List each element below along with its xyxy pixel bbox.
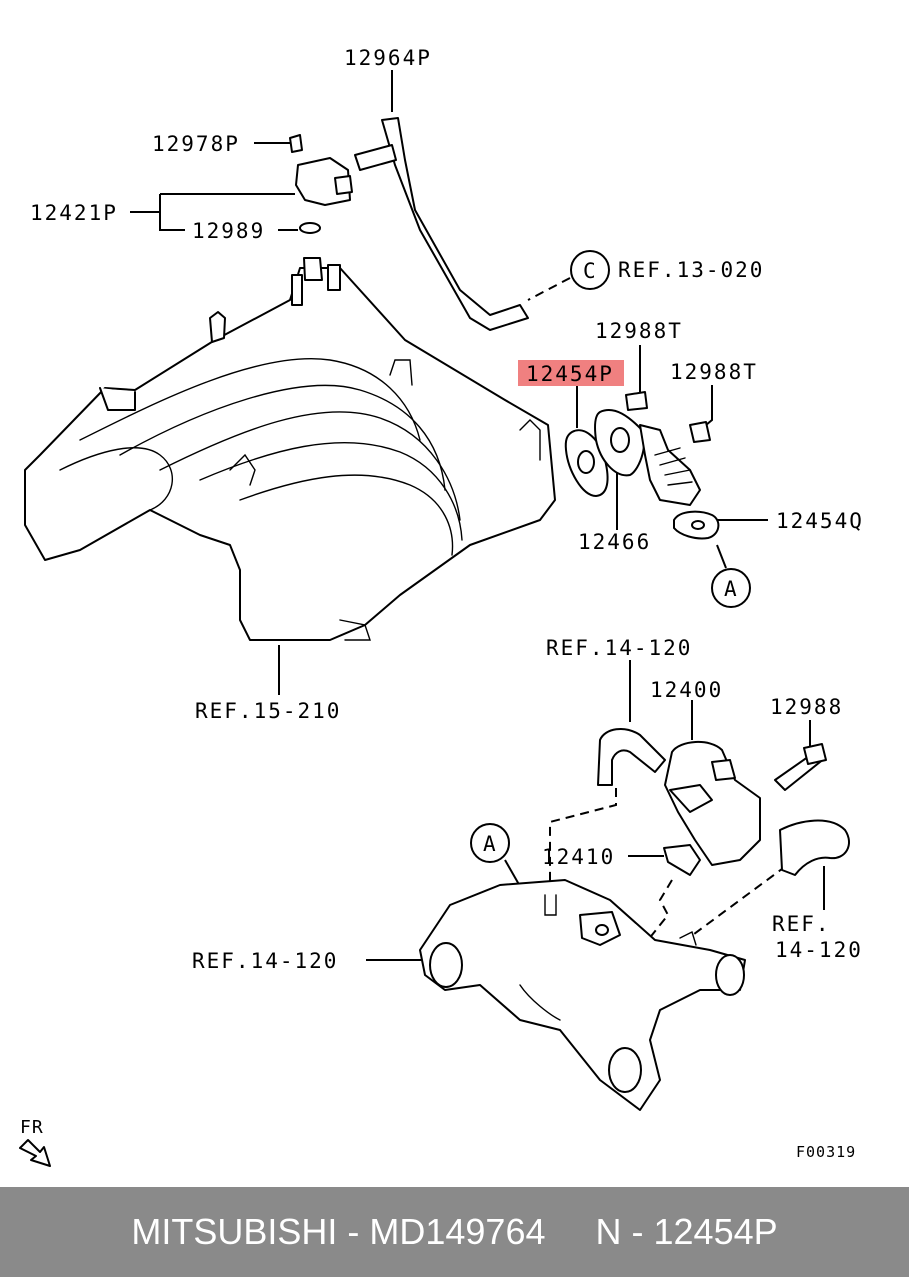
label-ref-14-120-right-1: REF. bbox=[772, 912, 831, 936]
intake-manifold bbox=[24, 257, 556, 641]
callout-c-text: C bbox=[583, 259, 598, 283]
label-ref-15-210: REF.15-210 bbox=[195, 699, 341, 723]
label-12410: 12410 bbox=[542, 845, 615, 869]
label-12978p: 12978P bbox=[152, 132, 240, 156]
label-ref-14-120-top: REF.14-120 bbox=[546, 636, 692, 660]
label-12988t-a: 12988T bbox=[595, 319, 683, 343]
front-direction-arrow: FR bbox=[19, 1117, 51, 1167]
label-ref-14-120-left: REF.14-120 bbox=[192, 949, 338, 973]
solenoid-12421p bbox=[289, 134, 353, 234]
callout-a-bottom-text: A bbox=[483, 832, 498, 856]
labels: 12964P 12978P 12421P 12989 REF.13-020 12… bbox=[30, 46, 864, 1161]
callout-a-top: A bbox=[711, 568, 751, 608]
label-ref-14-120-right-2: 14-120 bbox=[775, 938, 863, 962]
egr-valve-12400 bbox=[597, 728, 850, 876]
footer-text: MITSUBISHI - MD149764 N - 12454P bbox=[131, 1211, 778, 1252]
callout-a-top-text: A bbox=[724, 577, 739, 601]
parts-diagram: 12964P 12978P 12421P 12989 REF.13-020 12… bbox=[19, 46, 864, 1167]
label-12989: 12989 bbox=[192, 219, 265, 243]
footer-bar: MITSUBISHI - MD149764 N - 12454P bbox=[0, 1187, 909, 1277]
label-12988t-b: 12988T bbox=[670, 360, 758, 384]
label-12466: 12466 bbox=[578, 530, 651, 554]
highlight-12454p bbox=[518, 360, 624, 386]
dashed-references bbox=[527, 277, 787, 941]
water-outlet bbox=[419, 879, 746, 1111]
egr-gasket-pipe bbox=[564, 391, 720, 540]
hose-12964p bbox=[354, 117, 529, 331]
arrow-icon bbox=[19, 1139, 51, 1167]
label-12964p: 12964P bbox=[344, 46, 432, 70]
fr-text: FR bbox=[20, 1117, 44, 1138]
leader-lines bbox=[130, 70, 825, 961]
callout-a-bottom: A bbox=[470, 823, 510, 863]
label-12988: 12988 bbox=[770, 695, 843, 719]
label-12421p: 12421P bbox=[30, 201, 118, 225]
callout-c: C bbox=[570, 250, 610, 290]
label-figure-code: F00319 bbox=[796, 1143, 856, 1161]
label-ref-13-020: REF.13-020 bbox=[618, 258, 764, 282]
label-12454p: 12454P bbox=[526, 362, 614, 386]
label-12454q: 12454Q bbox=[776, 509, 864, 533]
label-12400: 12400 bbox=[650, 678, 723, 702]
